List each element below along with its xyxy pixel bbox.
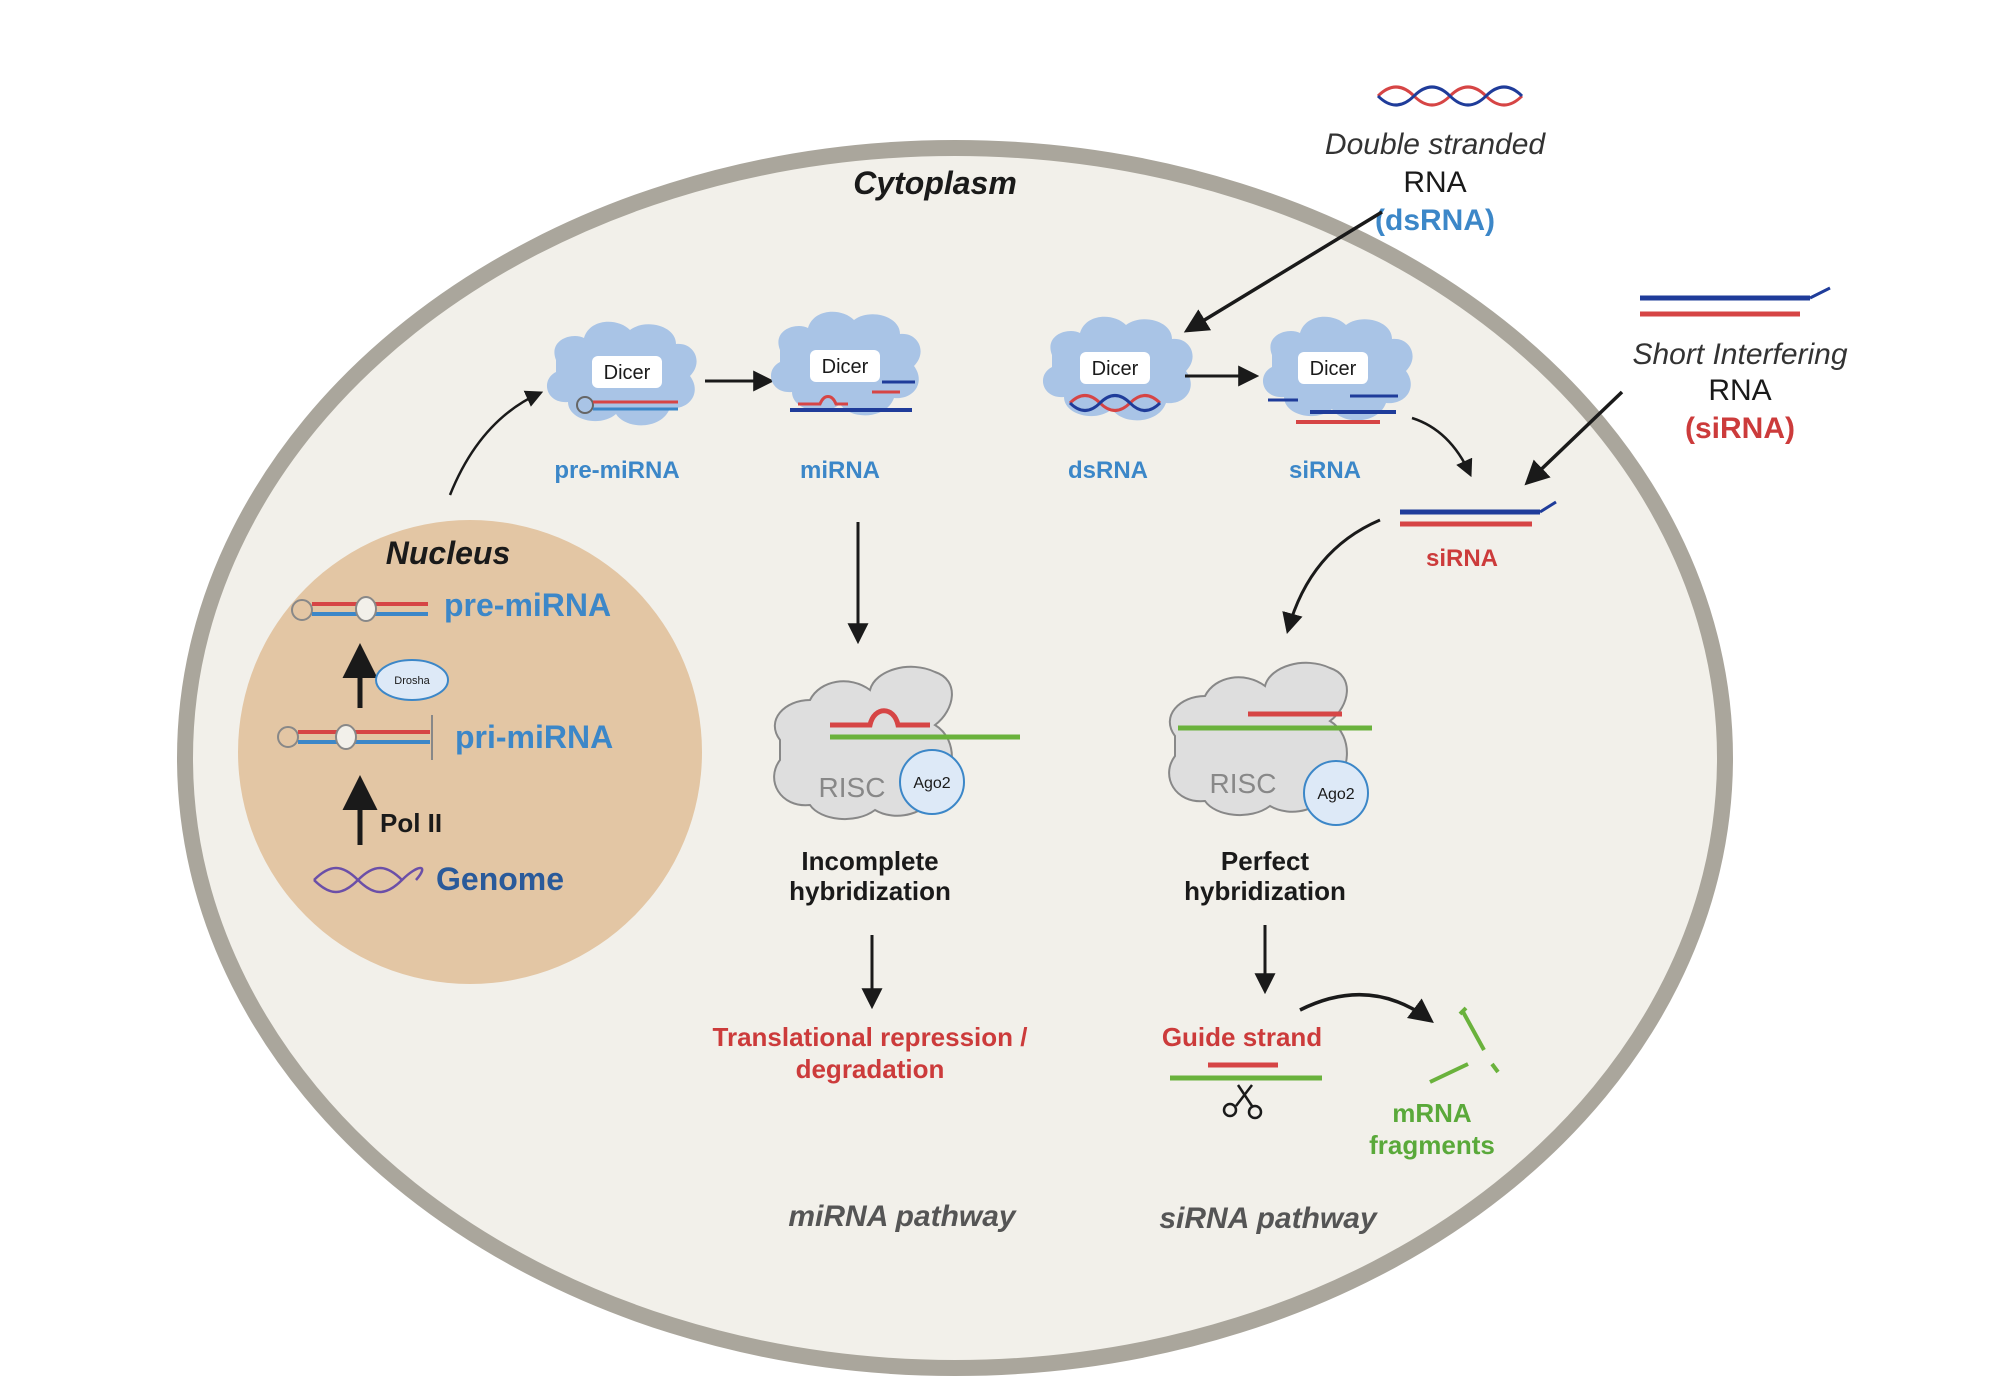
dicer-to-sirna-arrow — [1411, 416, 1473, 478]
external-dsrna-icon — [1376, 85, 1524, 107]
risc-complex-sirna: RISC Ago2 — [1168, 661, 1372, 826]
dsrna-label: dsRNA — [1068, 457, 1148, 484]
ago2-mirna — [899, 749, 965, 815]
ext-dsrna-line2: RNA — [1403, 166, 1466, 199]
guide-strand-icon — [1170, 1062, 1322, 1081]
ago2-label-2: Ago2 — [1317, 786, 1354, 803]
ext-dsrna-line3: (dsRNA) — [1375, 204, 1495, 237]
scissors-icon — [1222, 1084, 1263, 1120]
drosha-label: Drosha — [394, 675, 430, 687]
risc-label-2: RISC — [1210, 768, 1277, 799]
risc-label-1: RISC — [819, 772, 886, 803]
ago2-sirna — [1303, 760, 1369, 826]
repression-line1: Translational repression / — [713, 1022, 1028, 1052]
ext-sirna-arrow — [1524, 390, 1624, 486]
ext-dsrna-line1: Double stranded — [1325, 128, 1546, 161]
dna-icon — [313, 866, 424, 894]
nucleus-to-dicer-arrow — [448, 390, 544, 496]
dicer-complex-sirna: Dicer — [1262, 316, 1413, 424]
dicer-complex-mirna: Dicer — [770, 311, 921, 416]
sirna-pathway-label: siRNA pathway — [1159, 1202, 1378, 1235]
external-sirna-icon — [1640, 286, 1831, 317]
fragments-line1: mRNA — [1392, 1098, 1472, 1128]
nucleus-pri-mirna-icon — [277, 715, 433, 760]
dicer-complex-pre-mirna: Dicer — [546, 321, 697, 426]
perfect-line2: hybridization — [1184, 876, 1346, 906]
ext-dsrna-arrow — [1183, 210, 1383, 333]
ext-sirna-line2: RNA — [1708, 374, 1771, 407]
fragments-line2: fragments — [1369, 1130, 1495, 1160]
drosha-enzyme — [375, 659, 449, 701]
sirna-dicer-label: siRNA — [1289, 457, 1361, 484]
dicer-label-1: Dicer — [604, 362, 651, 384]
ext-sirna-line3: (siRNA) — [1685, 412, 1795, 445]
dicer-label-2: Dicer — [822, 356, 869, 378]
guide-strand-label: Guide strand — [1162, 1022, 1322, 1052]
nucleus-pre-mirna-label: pre-miRNA — [444, 587, 611, 623]
dicer-label-4: Dicer — [1310, 358, 1357, 380]
pre-mirna-label: pre-miRNA — [554, 457, 679, 484]
sirna-to-risc-arrow — [1282, 518, 1381, 635]
incomplete-line1: Incomplete — [801, 846, 938, 876]
sirna-free-label: siRNA — [1426, 545, 1498, 572]
nucleus-pre-mirna-icon — [291, 596, 428, 622]
dicer-complex-dsrna: Dicer — [1042, 316, 1193, 421]
ago2-label-1: Ago2 — [913, 775, 950, 792]
risc-complex-mirna: RISC Ago2 — [773, 665, 1020, 821]
nucleus-pri-mirna-label: pri-miRNA — [455, 719, 613, 755]
ext-sirna-line1: Short Interfering — [1632, 338, 1847, 371]
mrna-fragments-icon — [1429, 1006, 1500, 1084]
guide-to-fragments-arrow — [1299, 992, 1434, 1023]
dicer-label-3: Dicer — [1092, 358, 1139, 380]
free-sirna-icon — [1400, 500, 1557, 527]
perfect-line1: Perfect — [1221, 846, 1309, 876]
mirna-label: miRNA — [800, 457, 880, 484]
mirna-pathway-label: miRNA pathway — [788, 1200, 1017, 1233]
genome-label: Genome — [436, 861, 564, 897]
incomplete-line2: hybridization — [789, 876, 951, 906]
cell-membrane — [177, 140, 1733, 1376]
pol-ii-label: Pol II — [380, 808, 442, 838]
nucleus-label: Nucleus — [386, 535, 510, 571]
cytoplasm-label: Cytoplasm — [853, 165, 1017, 201]
nucleus — [238, 520, 702, 984]
repression-line2: degradation — [796, 1054, 945, 1084]
